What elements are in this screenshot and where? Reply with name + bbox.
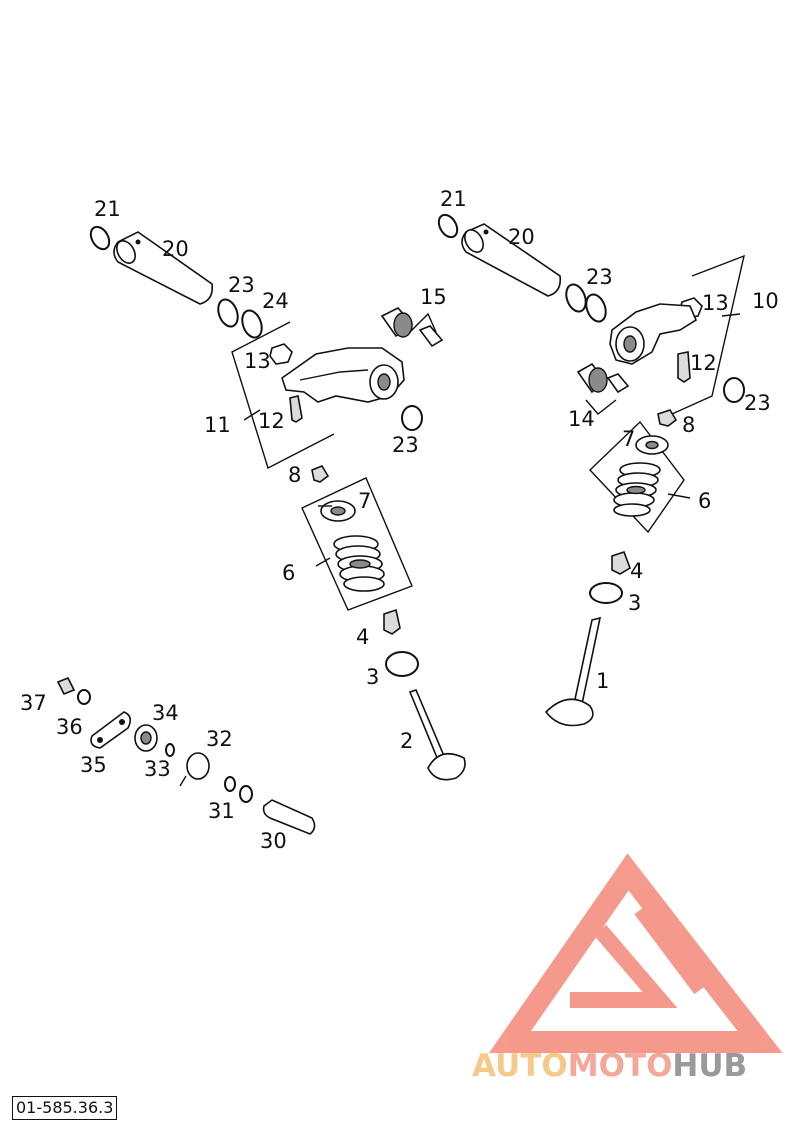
label-21-right: 21 bbox=[440, 187, 467, 211]
part-21-oring-left bbox=[89, 225, 111, 251]
label-2: 2 bbox=[400, 729, 413, 753]
label-23-lower-left: 23 bbox=[392, 433, 419, 457]
label-30: 30 bbox=[260, 829, 287, 853]
label-12-right: 12 bbox=[690, 351, 717, 375]
part-31-oring-b bbox=[239, 785, 253, 803]
watermark-logo bbox=[488, 853, 783, 1053]
label-24: 24 bbox=[262, 289, 289, 313]
part-2-valve bbox=[408, 689, 466, 781]
label-34: 34 bbox=[152, 701, 179, 725]
label-13-left: 13 bbox=[244, 349, 271, 373]
part-6-spring-right bbox=[613, 462, 661, 517]
part-6-spring-left bbox=[333, 535, 385, 592]
label-36: 36 bbox=[56, 715, 83, 739]
part-4-valve-seal-right bbox=[611, 550, 631, 575]
part-23-washer-left bbox=[217, 298, 239, 328]
part-35-plate bbox=[90, 711, 132, 749]
label-11: 11 bbox=[204, 413, 231, 437]
label-32: 32 bbox=[206, 727, 233, 751]
part-23-washer-lower-left bbox=[401, 405, 423, 431]
label-23-right: 23 bbox=[586, 265, 613, 289]
label-23-left: 23 bbox=[228, 273, 255, 297]
label-23-lower-right: 23 bbox=[744, 391, 771, 415]
label-3-right: 3 bbox=[628, 591, 641, 615]
label-6-left: 6 bbox=[282, 561, 295, 585]
part-33-oring bbox=[165, 743, 175, 757]
part-10-bracket bbox=[671, 254, 745, 415]
part-31-oring-a bbox=[224, 776, 236, 792]
logo-word-moto: MOTO bbox=[568, 1048, 673, 1084]
part-8-collets-right bbox=[657, 409, 678, 427]
label-14: 14 bbox=[568, 407, 595, 431]
part-23-washer-lower-right bbox=[723, 377, 745, 403]
label-21-left: 21 bbox=[94, 197, 121, 221]
label-15: 15 bbox=[420, 285, 447, 309]
part-13-nut-left bbox=[269, 343, 293, 365]
label-7-right: 7 bbox=[622, 427, 635, 451]
part-15-bush-pin bbox=[380, 307, 444, 348]
part-21-oring-right bbox=[437, 213, 459, 239]
label-8-right: 8 bbox=[682, 413, 695, 437]
part-12-screw-left bbox=[289, 395, 303, 423]
part-1-valve bbox=[544, 616, 602, 727]
label-8-left: 8 bbox=[288, 463, 301, 487]
part-24-washer bbox=[241, 309, 263, 339]
label-37: 37 bbox=[20, 691, 47, 715]
logo-inner-stroke bbox=[570, 924, 678, 1008]
part-12-screw-right bbox=[677, 351, 691, 383]
label-20-right: 20 bbox=[508, 225, 535, 249]
label-20-left: 20 bbox=[162, 237, 189, 261]
label-3-left: 3 bbox=[366, 665, 379, 689]
part-10-rocker-arm bbox=[609, 303, 698, 365]
logo-wordmark: AUTOMOTOHUB bbox=[472, 1048, 747, 1084]
part-3-washer-right bbox=[589, 582, 623, 604]
part-23-washer-right-a bbox=[565, 283, 587, 313]
logo-inner-g bbox=[634, 905, 706, 995]
part-11-rocker-arm bbox=[281, 347, 405, 403]
label-4-right: 4 bbox=[630, 559, 643, 583]
part-14-bush-pin bbox=[576, 362, 630, 394]
part-20-rocker-shaft-left bbox=[113, 231, 214, 305]
label-6-right: 6 bbox=[698, 489, 711, 513]
part-4-valve-seal-left bbox=[383, 608, 401, 635]
label-31: 31 bbox=[208, 799, 235, 823]
label-33: 33 bbox=[144, 757, 171, 781]
label-12-left: 12 bbox=[258, 409, 285, 433]
part-20-rocker-shaft-right bbox=[461, 223, 562, 297]
part-36-washer bbox=[77, 689, 91, 705]
part-32-tensioner-spring bbox=[179, 752, 210, 787]
part-8-collets-left bbox=[311, 465, 330, 483]
label-35: 35 bbox=[80, 753, 107, 777]
part-37-bolt bbox=[56, 676, 76, 696]
logo-word-auto: AUTO bbox=[472, 1048, 568, 1084]
part-6-spring-box-left bbox=[301, 477, 413, 611]
label-7-left: 7 bbox=[358, 489, 371, 513]
part-34-seal-ring bbox=[134, 724, 158, 752]
label-13-right: 13 bbox=[702, 291, 729, 315]
label-1: 1 bbox=[596, 669, 609, 693]
logo-triangle-outer bbox=[488, 853, 783, 1053]
part-11-bracket bbox=[231, 321, 335, 470]
drawing-code: 01-585.36.3 bbox=[12, 1096, 118, 1120]
label-4-left: 4 bbox=[356, 625, 369, 649]
label-10: 10 bbox=[752, 289, 779, 313]
part-23-washer-right-b bbox=[585, 293, 607, 323]
logo-word-hub: HUB bbox=[672, 1048, 747, 1084]
part-3-washer-left bbox=[385, 651, 419, 677]
part-30-tensioner-body bbox=[262, 799, 316, 835]
